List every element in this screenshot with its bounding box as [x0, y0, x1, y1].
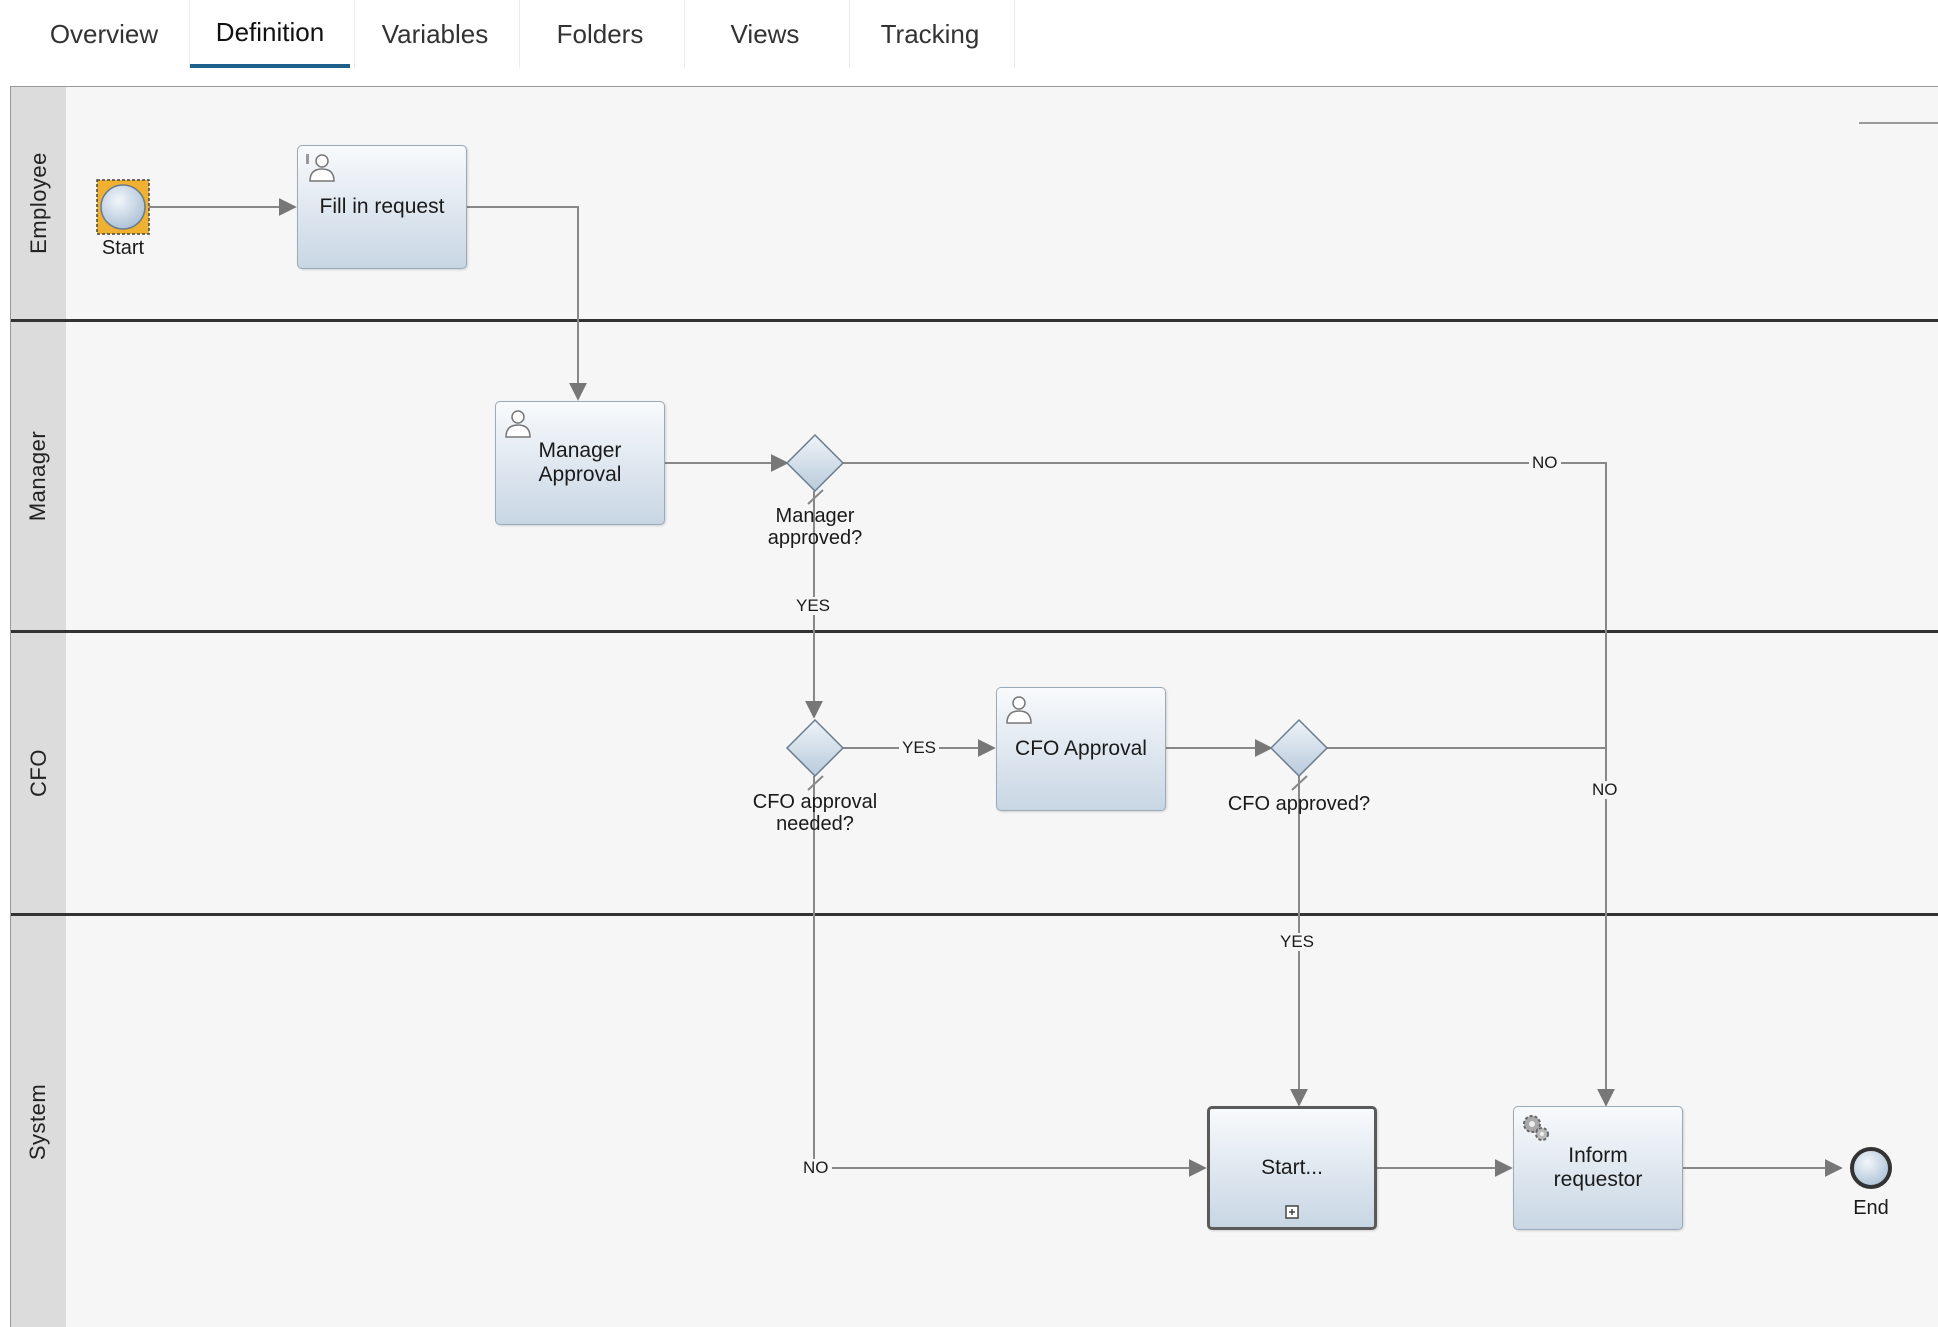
- start-event-label: Start: [101, 237, 145, 259]
- tab-definition[interactable]: Definition: [190, 0, 350, 68]
- plus-box-icon[interactable]: [1285, 1205, 1299, 1219]
- gateway-cfo-approved[interactable]: [1269, 718, 1329, 778]
- tab-folders[interactable]: Folders: [556, 18, 644, 49]
- flow-label-cfo-approved-yes: YES: [1277, 933, 1318, 951]
- tab-overview[interactable]: Overview: [49, 18, 159, 49]
- tab-separator: [354, 0, 355, 68]
- flow-label-cfo-needed-no: NO: [800, 1159, 832, 1177]
- diagram-shapes: [96, 122, 1938, 1189]
- tab-separator: [519, 0, 520, 68]
- tab-separator: [849, 0, 850, 68]
- tab-bar: Overview Definition Variables Folders Vi…: [24, 0, 1024, 70]
- default-flow-marker: [807, 775, 824, 791]
- flow-fill-to-manager[interactable]: [467, 206, 587, 401]
- tab-separator: [1014, 0, 1015, 68]
- end-event[interactable]: [1850, 1147, 1892, 1189]
- gears-icon: [1523, 1115, 1549, 1141]
- flow-label-manager-yes: YES: [793, 597, 834, 615]
- tab-variables[interactable]: Variables: [381, 18, 489, 49]
- flow-label-cfo-needed-yes: YES: [899, 739, 940, 757]
- end-event-label: End: [1853, 1197, 1889, 1219]
- default-flow-marker: [1291, 775, 1308, 791]
- default-flow-marker: [807, 489, 824, 505]
- user-task-icon: [505, 410, 531, 438]
- lane-manager[interactable]: Manager: [11, 322, 66, 630]
- subprocess-start[interactable]: Start...: [1207, 1106, 1377, 1230]
- user-task-icon: [306, 154, 335, 182]
- user-task-icon: [1006, 696, 1032, 724]
- task-cfo-approval[interactable]: CFO Approval: [996, 687, 1166, 811]
- process-diagram-canvas[interactable]: Employee Manager CFO System: [10, 86, 1938, 1327]
- lane-divider: [11, 913, 1938, 916]
- task-label: CFO Approval: [1015, 737, 1147, 760]
- task-label: Fill in request: [319, 195, 445, 218]
- flow-manager-no[interactable]: [843, 462, 1615, 1107]
- tab-separator: [189, 0, 190, 68]
- task-fill-in-request[interactable]: Fill in request: [297, 145, 467, 269]
- flow-label-cfo-approved-no: NO: [1589, 781, 1621, 799]
- lane-divider: [11, 630, 1938, 633]
- lane-cfo[interactable]: CFO: [11, 633, 66, 913]
- tab-views[interactable]: Views: [730, 18, 800, 49]
- lane-divider: [11, 319, 1938, 322]
- gateway-manager-approved[interactable]: [785, 433, 845, 493]
- gateway-cfo-needed[interactable]: [785, 718, 845, 778]
- flow-label-manager-no: NO: [1529, 454, 1561, 472]
- task-label: Start...: [1261, 1156, 1323, 1179]
- gateway-label-cfo-approved: CFO approved?: [1227, 793, 1371, 815]
- tab-tracking[interactable]: Tracking: [880, 18, 980, 49]
- lane-employee[interactable]: Employee: [11, 87, 66, 319]
- lane-system[interactable]: System: [11, 916, 66, 1327]
- tab-separator: [684, 0, 685, 68]
- start-event[interactable]: [100, 184, 146, 230]
